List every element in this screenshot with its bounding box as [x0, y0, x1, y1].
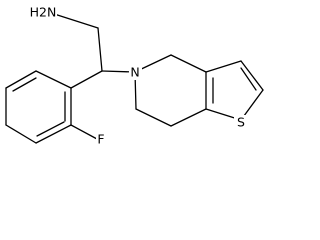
- bond-thiophene-2: [240, 60, 264, 91]
- sulfur-bg: [234, 115, 248, 130]
- sulfur-atom: S: [234, 115, 248, 130]
- bond-phenyl-2: [5, 70, 37, 89]
- fluorine-bg: [96, 131, 107, 146]
- bond-fusion-ch2-bottom: [170, 108, 207, 127]
- ring-nitrogen-bg: [129, 65, 142, 80]
- bond-thiophene-double-2: [240, 67, 257, 91]
- bond-phenyl-5: [35, 124, 72, 144]
- fluorine-atom: F: [96, 131, 107, 147]
- ring-nitrogen-label: N: [130, 65, 139, 80]
- ring-nitrogen: N: [129, 65, 142, 80]
- amine-group: H2N: [30, 4, 57, 20]
- bond-ch2-ch2-bottom: [135, 108, 172, 127]
- amine-label-bg: [30, 4, 57, 20]
- bond-c-f: [70, 124, 98, 140]
- bond-phenyl-double-2: [36, 121, 65, 137]
- amine-label: H2N: [30, 5, 57, 20]
- atom-label-layer: H2N N F S: [30, 4, 248, 147]
- bond-phenyl-double-1: [12, 77, 37, 92]
- bond-phenyl-1: [35, 70, 72, 89]
- fluorine-label: F: [97, 132, 104, 147]
- bond-ch2-fusion-top: [170, 54, 207, 73]
- sulfur-label: S: [237, 115, 245, 130]
- bond-ch2-ch: [97, 27, 103, 72]
- bond-ch-phenyl: [70, 70, 103, 89]
- bond-phenyl-4: [5, 124, 37, 144]
- bond-thiophene-1: [205, 60, 242, 73]
- structure-diagram: H2N N F S: [5, 4, 264, 147]
